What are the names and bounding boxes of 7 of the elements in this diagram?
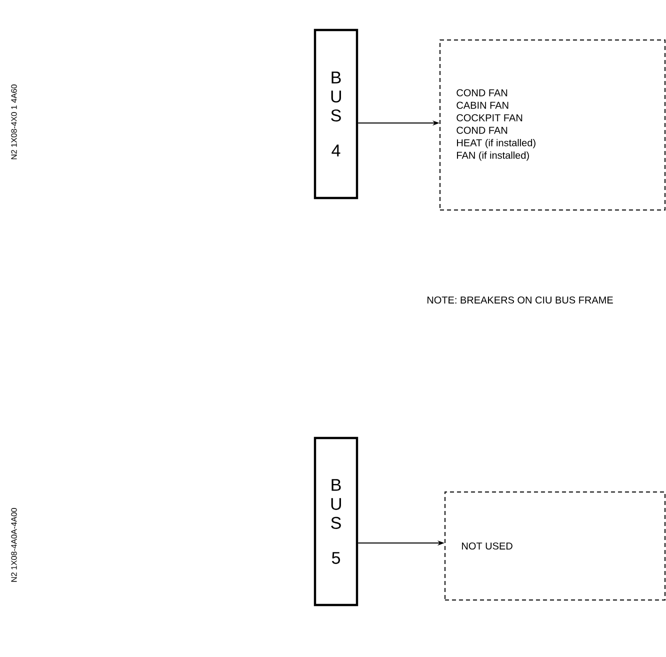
dashed-box: NOT USED [444, 492, 666, 600]
bus-box: B U S 5 [314, 436, 358, 606]
dashed-box: COND FAN CABIN FAN COCKPIT FAN COND FAN HEAT (if installed) FAN (if installed) [440, 40, 666, 210]
drawing-number: N2 1X08-4A0A-4A00 [11, 508, 17, 582]
bus-box: B U S 4 [314, 28, 358, 200]
drawing-number: N2 1X08-4X0 1 4A60 [11, 84, 17, 160]
note: NOTE: BREAKERS ON CIU BUS FRAME [427, 296, 613, 304]
